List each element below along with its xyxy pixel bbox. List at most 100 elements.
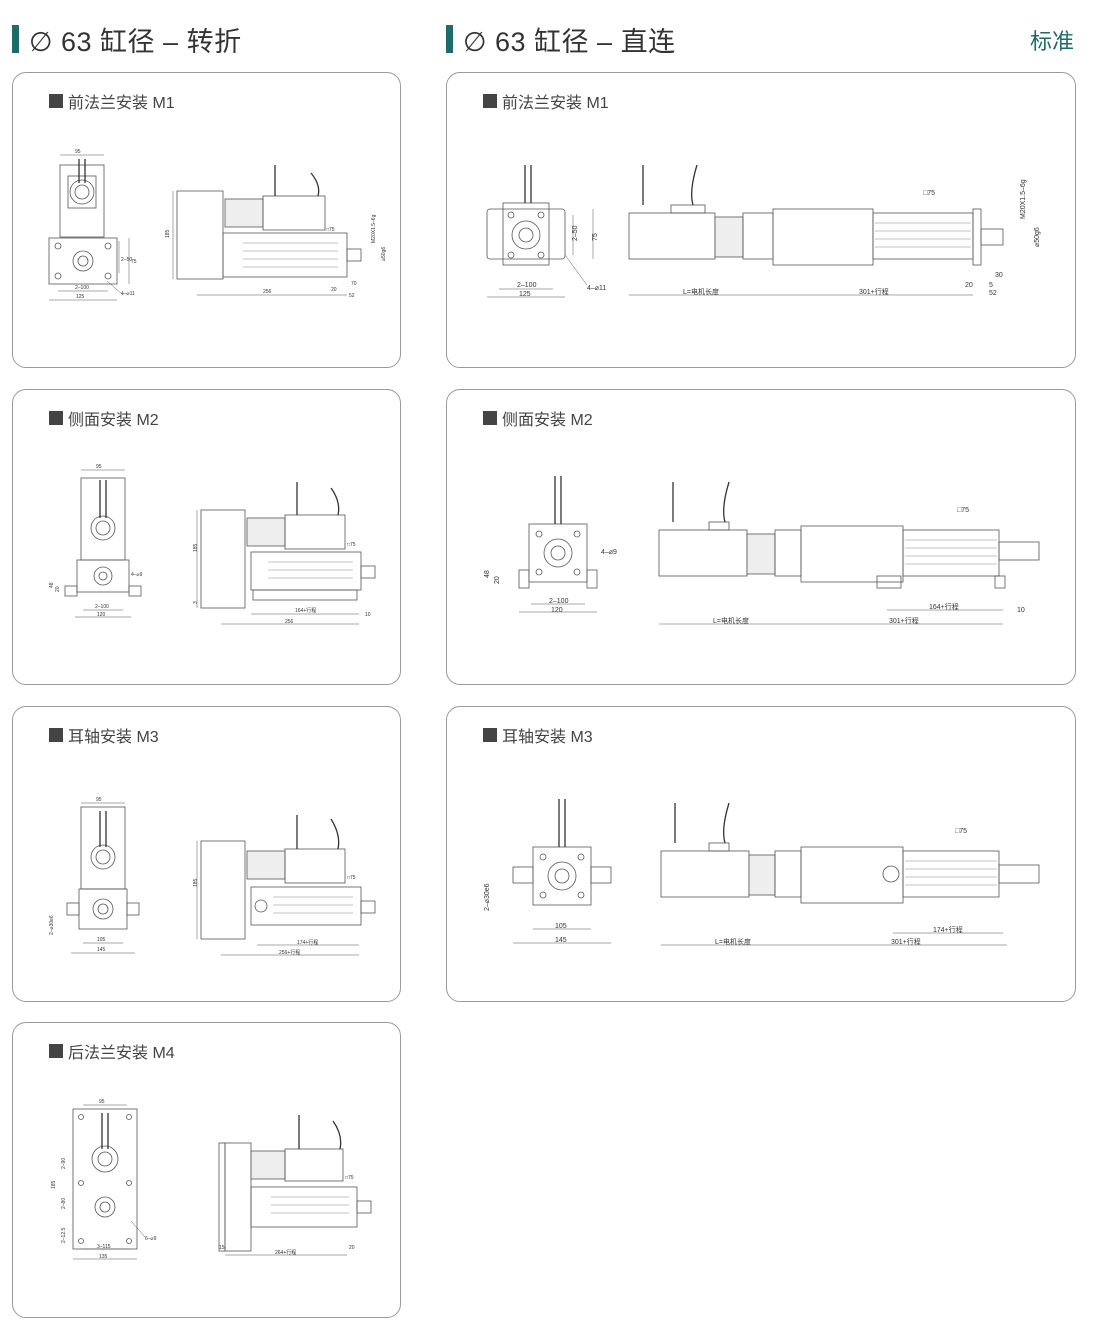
dim-d2: 2–80 bbox=[61, 1198, 67, 1209]
bolt-hole bbox=[54, 242, 62, 250]
dim-height: 185 bbox=[193, 543, 199, 552]
mount-base bbox=[252, 589, 358, 601]
motor-connector bbox=[670, 204, 706, 214]
dim-d2: 20 bbox=[55, 586, 61, 592]
bolt-hole bbox=[126, 1114, 132, 1120]
bolt-hole bbox=[573, 530, 581, 538]
dim-e2: 70 bbox=[351, 281, 357, 287]
cylinder-body bbox=[872, 212, 974, 260]
dim-b2: 125 bbox=[76, 294, 85, 300]
dim-b1: 2–100 bbox=[517, 282, 537, 289]
dim-b2: 125 bbox=[519, 291, 531, 298]
motor-cable bbox=[78, 159, 86, 183]
bolt-hole bbox=[78, 1114, 84, 1120]
panel-title: 后法兰安装 M4 bbox=[49, 1039, 175, 1063]
dim-square: □75 bbox=[347, 875, 356, 881]
dim-b2: 135 bbox=[99, 1254, 108, 1260]
dim-stroke: 301+行程 bbox=[859, 287, 889, 296]
panel-right-trunnion: 耳轴安装 M3 2–⌀30e6 105 145 □75 174+行程 L=电机长… bbox=[446, 706, 1076, 1002]
motor bbox=[284, 848, 346, 884]
motor-port-inner bbox=[95, 520, 111, 536]
dim-d2: 20 bbox=[494, 576, 501, 584]
panel-left-side-mount: 侧面安装 M2 95 48 20 4–⌀9 2–100 120 185 □75 … bbox=[12, 389, 401, 685]
trunnion-pin-left bbox=[66, 902, 80, 916]
bolt-hole bbox=[539, 853, 547, 861]
dim-b2: 120 bbox=[97, 612, 106, 618]
foot-right bbox=[586, 569, 598, 589]
bullet-square-icon bbox=[49, 411, 63, 425]
panel-title: 耳轴安装 M3 bbox=[483, 723, 593, 747]
dim-b1: 3–115 bbox=[97, 1244, 111, 1250]
motor-cables bbox=[674, 802, 730, 844]
dim-b1: 2–100 bbox=[549, 598, 569, 605]
dim-square: □75 bbox=[347, 542, 356, 548]
drawing-right-m3: 2–⌀30e6 105 145 □75 174+行程 L=电机长度 301+行程 bbox=[484, 799, 1040, 946]
bullet-square-icon bbox=[483, 411, 497, 425]
bullet-square-icon bbox=[483, 94, 497, 108]
foot-left bbox=[64, 585, 78, 597]
dim-motor-length: L=电机长度 bbox=[683, 287, 719, 296]
dim-height: 185 bbox=[51, 1180, 57, 1189]
left-section-title: ∅ 63 缸径 – 转折 bbox=[12, 22, 242, 57]
rod bbox=[360, 900, 376, 914]
rod-inner bbox=[77, 255, 89, 267]
right-section-title: ∅ 63 缸径 – 直连 bbox=[446, 22, 676, 57]
dim-e2: 3 bbox=[193, 601, 199, 604]
panel-title: 侧面安装 M2 bbox=[49, 406, 159, 430]
motor bbox=[658, 529, 748, 577]
rod-circle bbox=[94, 1196, 116, 1218]
drawing-left-m4: 95 185 2–90 2–80 2–12.5 6–⌀9 3–115 135 □… bbox=[51, 1099, 372, 1260]
dim-top-width: 95 bbox=[96, 464, 102, 470]
dim-stroke2: 164+行程 bbox=[929, 602, 959, 611]
rod bbox=[346, 248, 362, 262]
rod-circle bbox=[543, 538, 573, 568]
rod bbox=[980, 228, 1004, 246]
brake bbox=[224, 198, 264, 228]
trunnion-block bbox=[78, 888, 128, 930]
dim-height: 185 bbox=[193, 878, 199, 887]
rod bbox=[360, 565, 376, 579]
bolt-hole bbox=[535, 568, 543, 576]
cylinder-front-block bbox=[772, 208, 874, 266]
cylinder-body bbox=[250, 1186, 358, 1228]
motor-cable bbox=[558, 799, 566, 847]
motor-cables bbox=[296, 482, 340, 516]
dim-square: □75 bbox=[345, 1175, 354, 1181]
motor bbox=[262, 195, 326, 231]
right-section-title-text: ∅ 63 缸径 – 直连 bbox=[463, 26, 676, 57]
bullet-square-icon bbox=[49, 728, 63, 742]
dim-stroke2: 174+行程 bbox=[933, 925, 963, 934]
dim-e2: 30 bbox=[995, 272, 1003, 279]
gearbox-front bbox=[59, 164, 105, 238]
dim-d1: 48 bbox=[49, 582, 55, 588]
brake bbox=[246, 850, 286, 880]
rod-inner bbox=[97, 903, 109, 915]
standard-label: 标准 bbox=[1029, 29, 1074, 54]
dim-e1: 20 bbox=[965, 282, 973, 289]
dim-top-width: 95 bbox=[99, 1099, 105, 1105]
gearbox-front bbox=[80, 477, 126, 561]
motor-port-circle bbox=[69, 179, 95, 205]
cylinder-body bbox=[250, 551, 362, 591]
panel-right-front-flange: 前法兰安装 M1 2–50 75 4–⌀11 2–100 125 □75 M20… bbox=[446, 72, 1076, 368]
motor-connector bbox=[708, 842, 730, 852]
dim-square: □75 bbox=[326, 227, 335, 233]
dim-b2: 145 bbox=[555, 937, 567, 944]
dim-b2: 145 bbox=[97, 947, 106, 953]
bullet-square-icon bbox=[483, 728, 497, 742]
dim-square: □75 bbox=[955, 828, 967, 835]
brake bbox=[748, 854, 776, 896]
gearbox-side bbox=[200, 840, 246, 940]
dim-d1: 2–50 bbox=[121, 257, 132, 263]
panel-right-side-mount: 侧面安装 M2 48 20 4–⌀9 2–100 120 □75 164+行程 … bbox=[446, 389, 1076, 685]
bolt-hole bbox=[539, 891, 547, 899]
dim-shaft: ⌀50g6 bbox=[1034, 227, 1041, 247]
coupling bbox=[774, 850, 802, 898]
dim-bolt: 4–⌀9 bbox=[601, 549, 617, 556]
dim-bolt: 4–⌀11 bbox=[587, 285, 606, 292]
flange-front bbox=[486, 208, 566, 260]
motor-port-inner bbox=[95, 849, 111, 865]
dim-e2: 20 bbox=[349, 1245, 355, 1251]
trunnion-hole bbox=[882, 865, 900, 883]
dim-length: 256+行程 bbox=[279, 949, 300, 956]
